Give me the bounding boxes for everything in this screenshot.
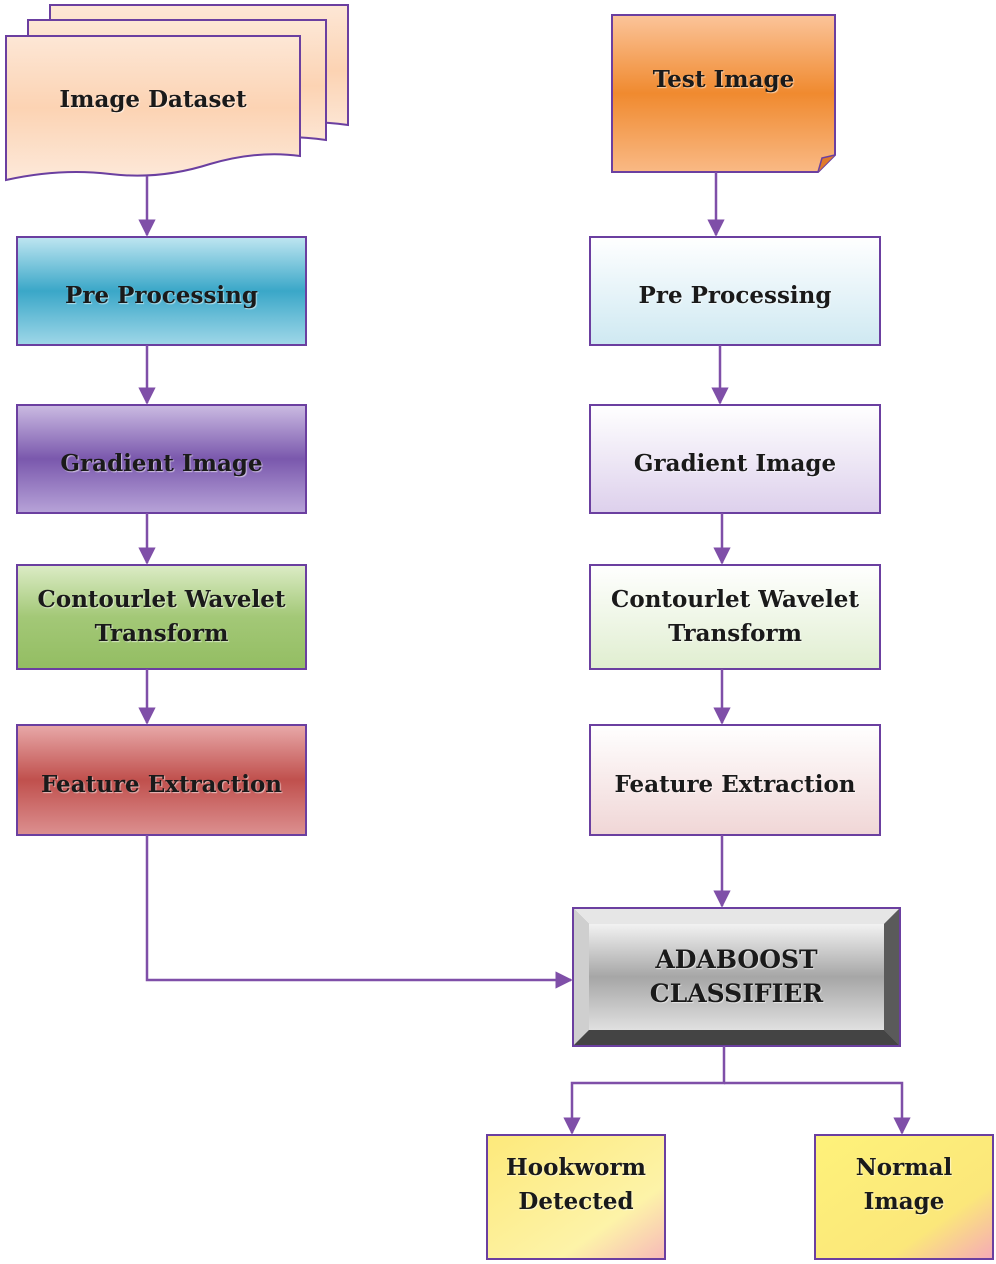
right-preprocessing-box: [589, 236, 881, 346]
left-preprocessing-label: Pre Processing: [65, 282, 258, 309]
normal-line2: Image: [863, 1188, 945, 1215]
left-preprocessing-box: [16, 236, 307, 346]
image-dataset-label: Image Dataset: [59, 86, 247, 113]
classifier-split-connector: [563, 1046, 726, 1135]
hookworm-box: [486, 1134, 666, 1260]
left-gradient-box: [16, 404, 307, 514]
test-image-shape: [611, 14, 836, 173]
normal-line1: Normal: [855, 1154, 953, 1181]
classifier-label: ADABOOST CLASSIFIER: [589, 924, 884, 1030]
test-image-label: Test Image: [652, 66, 795, 93]
normal-image-box: [814, 1134, 994, 1260]
right-contourlet-line1: Contourlet Wavelet: [611, 586, 859, 613]
right-preprocessing-label: Pre Processing: [638, 282, 832, 309]
right-contourlet-box: [589, 564, 881, 670]
arrow-to-normal-image: [724, 1081, 911, 1135]
right-gradient-label: Gradient Image: [633, 450, 837, 477]
classifier-line2: CLASSIFIER: [649, 979, 824, 1008]
left-feature-box: [16, 724, 307, 836]
right-contourlet-line2: Transform: [668, 620, 802, 647]
left-gradient-label: Gradient Image: [60, 450, 263, 477]
classifier-line1: ADABOOST: [655, 945, 818, 974]
right-feature-box: [589, 724, 881, 836]
right-contourlet-label: Contourlet Wavelet Transform: [590, 565, 880, 669]
right-feature-label: Feature Extraction: [614, 771, 856, 798]
left-contourlet-line1: Contourlet Wavelet: [37, 586, 286, 613]
classifier-shape: [572, 907, 901, 1047]
hookworm-label: Hookworm Detected: [487, 1135, 665, 1235]
image-dataset-shape: [5, 4, 349, 182]
arrow-left-feature-to-classifier: [145, 835, 573, 989]
normal-image-label: Normal Image: [815, 1135, 993, 1235]
right-gradient-box: [589, 404, 881, 514]
left-feature-label: Feature Extraction: [40, 771, 283, 798]
left-contourlet-label: Contourlet Wavelet Transform: [17, 565, 306, 669]
hookworm-line1: Hookworm: [506, 1154, 646, 1181]
hookworm-line2: Detected: [518, 1188, 634, 1215]
left-contourlet-line2: Transform: [94, 620, 229, 647]
left-contourlet-box: [16, 564, 307, 670]
